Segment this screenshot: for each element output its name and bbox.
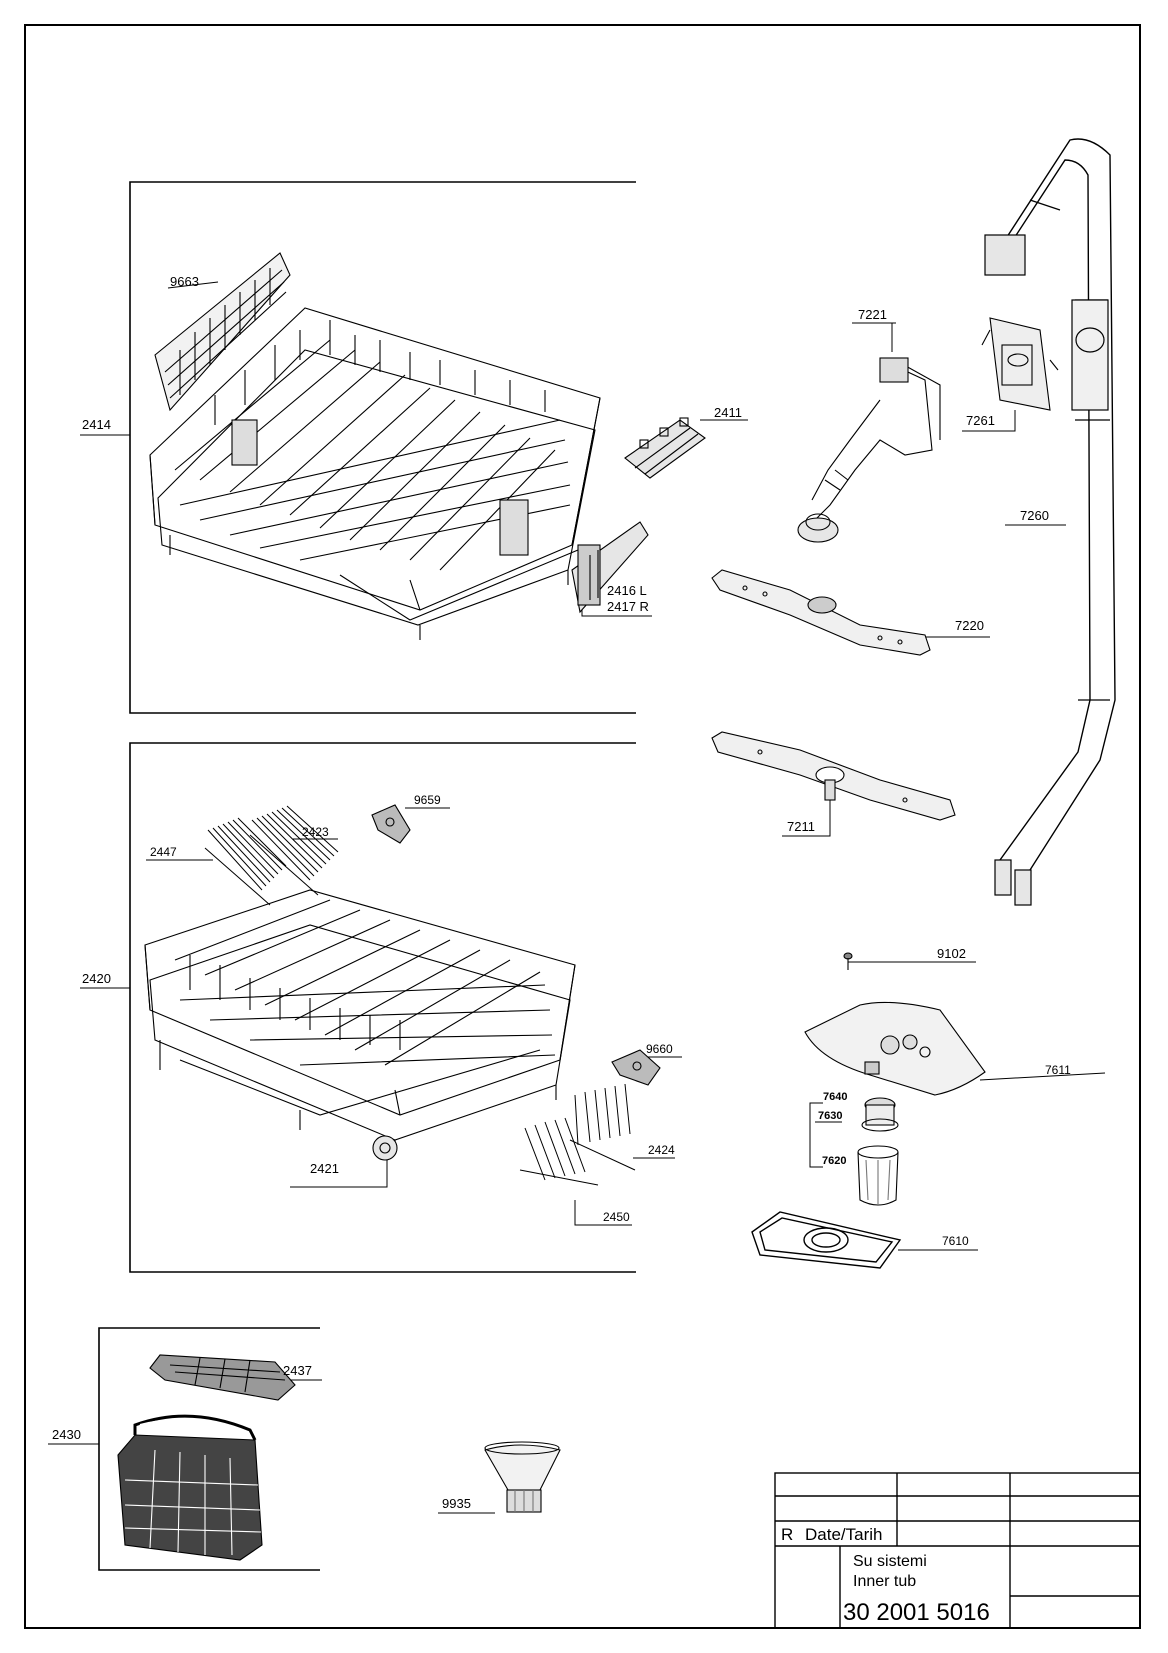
cup-rack-9663 bbox=[154, 252, 291, 412]
cutlery-basket-2430 bbox=[117, 1414, 263, 1561]
label-2411: 2411 bbox=[714, 405, 742, 420]
label-9663: 9663 bbox=[170, 274, 199, 289]
tine-rack-2424 bbox=[569, 1083, 636, 1171]
upper-basket-2414 bbox=[149, 307, 601, 640]
label-7630: 7630 bbox=[818, 1110, 843, 1122]
label-7260: 7260 bbox=[1020, 508, 1049, 523]
lower-basket-2420 bbox=[144, 889, 576, 1155]
rail-clip-2411 bbox=[624, 417, 706, 479]
wheel-2421 bbox=[372, 1135, 398, 1161]
title-block-title-en: Inner tub bbox=[853, 1573, 917, 1590]
funnel-9935 bbox=[484, 1441, 561, 1513]
label-2417-r: 2417 R bbox=[607, 599, 649, 614]
drawing-border bbox=[24, 24, 1141, 1629]
title-block bbox=[774, 1472, 1141, 1629]
filter-7620 bbox=[857, 1145, 899, 1206]
label-7220: 7220 bbox=[955, 618, 984, 633]
clip-9660 bbox=[611, 1049, 661, 1086]
label-2430: 2430 bbox=[52, 1427, 81, 1442]
label-7610: 7610 bbox=[942, 1234, 969, 1248]
label-2423: 2423 bbox=[302, 825, 329, 839]
filter-plate-7610 bbox=[751, 1211, 902, 1269]
label-7211: 7211 bbox=[787, 819, 815, 834]
label-2437: 2437 bbox=[283, 1363, 312, 1378]
label-2424: 2424 bbox=[648, 1143, 675, 1157]
cutlery-lid-2437 bbox=[149, 1354, 296, 1401]
label-2420: 2420 bbox=[82, 971, 111, 986]
title-block-revision: R bbox=[781, 1525, 794, 1544]
label-2421: 2421 bbox=[310, 1161, 339, 1176]
leader-lines bbox=[48, 281, 1106, 1514]
lower-spray-arm-7211 bbox=[711, 731, 956, 821]
pipe-connector-7261 bbox=[981, 317, 1059, 411]
filter-assembly-7640-7630 bbox=[861, 1097, 899, 1132]
water-pipe-7260 bbox=[984, 138, 1116, 906]
tine-rack-2450 bbox=[519, 1117, 599, 1186]
upper-spray-arm-holder-7221 bbox=[797, 357, 941, 543]
label-7620: 7620 bbox=[822, 1155, 847, 1167]
title-block-drawing-number: 30 2001 5016 bbox=[843, 1599, 990, 1626]
label-7261: 7261 bbox=[966, 413, 995, 428]
title-block-title-tr: Su sistemi bbox=[853, 1553, 927, 1570]
screw-9102 bbox=[843, 952, 853, 970]
cutlery-basket-frame bbox=[98, 1327, 320, 1571]
label-7221: 7221 bbox=[858, 307, 887, 322]
sump-cover-7611 bbox=[804, 1001, 986, 1096]
label-2416-l: 2416 L bbox=[607, 583, 647, 598]
label-7611: 7611 bbox=[1045, 1063, 1071, 1077]
label-9102: 9102 bbox=[937, 946, 966, 961]
upper-basket-frame bbox=[129, 181, 636, 714]
clip-9659 bbox=[371, 804, 411, 844]
tine-rack-2447 bbox=[204, 817, 287, 906]
label-2450: 2450 bbox=[603, 1210, 630, 1224]
label-9660: 9660 bbox=[646, 1042, 673, 1056]
label-2447: 2447 bbox=[150, 845, 177, 859]
lower-basket-frame bbox=[129, 742, 636, 1273]
upper-spray-arm-7220 bbox=[711, 569, 931, 656]
label-7640: 7640 bbox=[823, 1091, 848, 1103]
tine-rack-2423 bbox=[249, 805, 339, 896]
height-adjuster-2416-2417 bbox=[571, 521, 649, 614]
label-2414: 2414 bbox=[82, 417, 111, 432]
label-9659: 9659 bbox=[414, 793, 441, 807]
label-9935: 9935 bbox=[442, 1496, 471, 1511]
title-block-date-label: Date/Tarih bbox=[805, 1525, 883, 1544]
